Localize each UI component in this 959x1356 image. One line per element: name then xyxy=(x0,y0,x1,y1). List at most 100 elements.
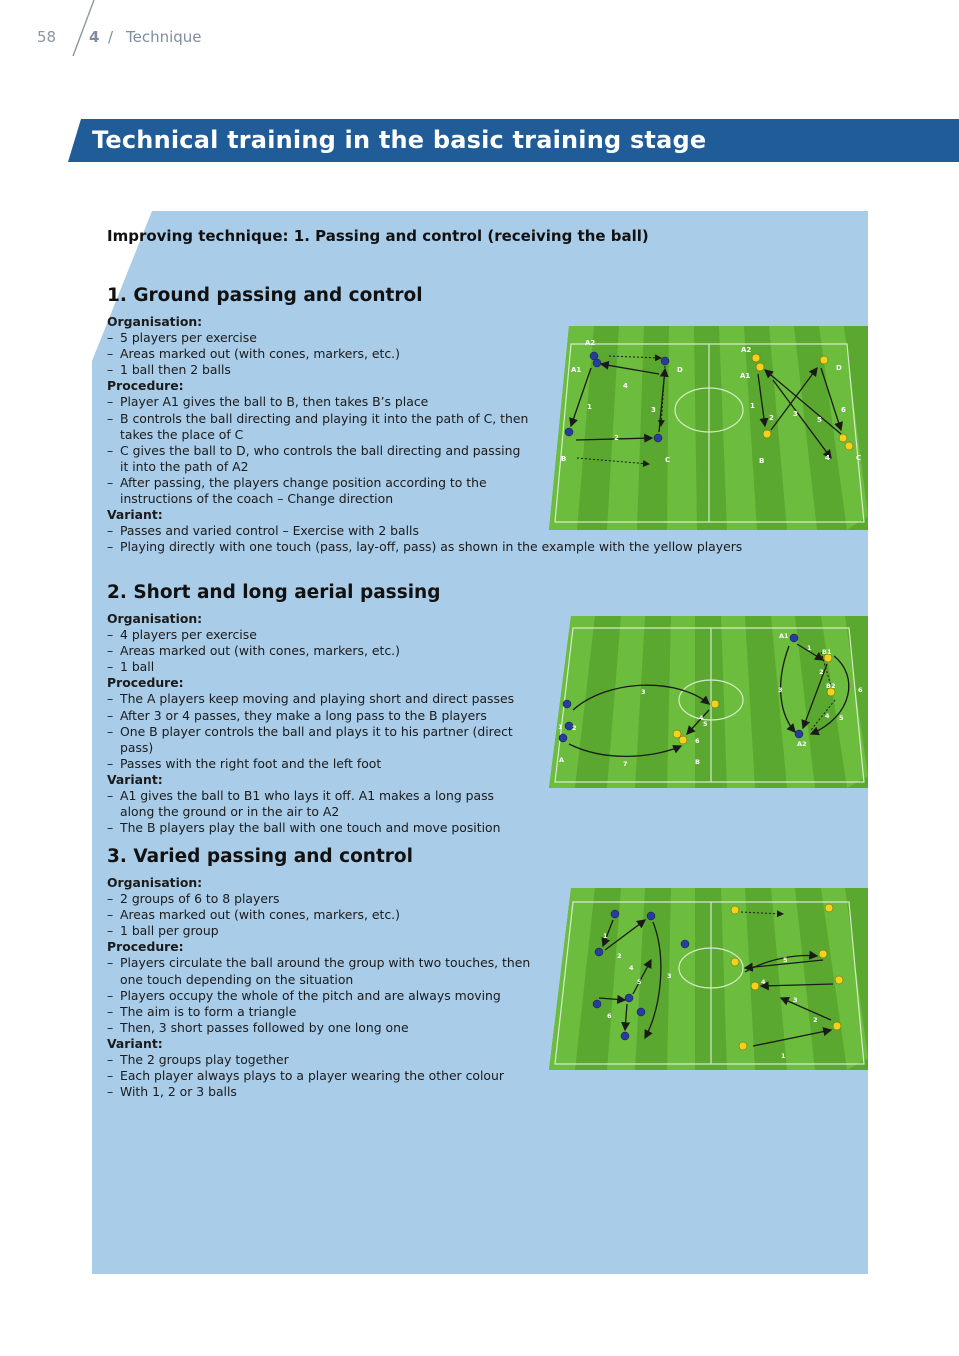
diagram-label: B xyxy=(695,758,700,766)
chapter-number: 4 xyxy=(89,28,100,46)
diagram-label: 2 xyxy=(572,724,577,732)
diagram-label: 2 xyxy=(813,1016,818,1024)
section-body-aerial-passing: Organisation: –4 players per exercise –A… xyxy=(107,611,532,836)
procedure-label: Procedure: xyxy=(107,675,184,691)
diagram-label: 5 xyxy=(703,720,708,728)
list-item: –5 players per exercise xyxy=(107,330,257,346)
organisation-label: Organisation: xyxy=(107,875,203,890)
diagram-label: 5 xyxy=(783,956,788,964)
diagram-label: 5 xyxy=(637,978,642,986)
list-item: –1 ball xyxy=(107,659,155,675)
pitch-diagram-aerial-passing: A B 1 2 3 4 5 6 7 A1 B1 B2 A2 xyxy=(549,616,868,788)
diagram-label: 1 xyxy=(781,1052,786,1060)
list-item: –The aim is to form a triangle xyxy=(107,1003,297,1019)
diagram-label: B xyxy=(759,457,764,465)
list-item: –With 1, 2 or 3 balls xyxy=(107,1084,237,1100)
diagram-label: 1 xyxy=(750,402,755,410)
list-item: –Playing directly with one touch (pass, … xyxy=(107,539,743,555)
diagram-label: 4 xyxy=(825,712,830,720)
diagram-label: 2 xyxy=(617,952,622,960)
diagram-label: 2 xyxy=(769,414,774,422)
list-item: –1 ball per group xyxy=(107,923,219,939)
list-item: –Areas marked out (with cones, markers, … xyxy=(107,643,400,659)
diagram-label: 4 xyxy=(699,714,704,722)
list-item: –After passing, the players change posit… xyxy=(107,474,487,507)
diagram-label: 1 xyxy=(807,644,812,652)
list-item: –Players circulate the ball around the g… xyxy=(107,955,531,987)
diagram-label: 6 xyxy=(607,1012,612,1020)
list-item: –Passes with the right foot and the left… xyxy=(107,755,382,771)
pitch-diagram-ground-passing: A2 A1 D B C 1 2 3 4 A2 A1 D B C 1 2 xyxy=(549,326,868,530)
list-item: –Player A1 gives the ball to B, then tak… xyxy=(107,394,429,410)
list-item: –One B player controls the ball and play… xyxy=(107,723,513,755)
diagram-label: 6 xyxy=(858,686,863,694)
diagram-label: C xyxy=(856,454,861,462)
diagram-label: 4 xyxy=(629,964,634,972)
page-number: 58 xyxy=(37,28,57,46)
chapter-separator: / xyxy=(108,28,114,46)
diagram-label: 2 xyxy=(819,668,824,676)
list-item: –Areas marked out (with cones, markers, … xyxy=(107,346,400,362)
pitch-svg: 1 2 3 4 5 6 1 2 3 4 5 xyxy=(549,888,868,1070)
diagram-label: 1 xyxy=(558,723,563,731)
diagram-label: 3 xyxy=(793,996,798,1004)
running-head: 58 4 / Technique xyxy=(0,0,959,60)
procedure-label: Procedure: xyxy=(107,939,184,955)
chapter-title: Technique xyxy=(126,28,202,46)
diagram-label: B1 xyxy=(822,648,832,656)
list-item: –The B players play the ball with one to… xyxy=(107,820,501,836)
procedure-label: Procedure: xyxy=(107,378,184,394)
page-title: Technical training in the basic training… xyxy=(92,126,707,154)
diagram-label: 3 xyxy=(778,686,783,694)
diagram-label: 1 xyxy=(587,403,592,411)
list-item: –Each player always plays to a player we… xyxy=(107,1068,504,1084)
section-body-varied-passing: Organisation: –2 groups of 6 to 8 player… xyxy=(107,875,532,1100)
diagram-label: 4 xyxy=(761,978,766,986)
section-body-ground-passing: Organisation: –5 players per exercise –A… xyxy=(107,314,743,555)
diagram-label: B2 xyxy=(826,682,835,690)
section-heading-aerial-passing: 2. Short and long aerial passing xyxy=(107,582,441,603)
section-heading-varied-passing: 3. Varied passing and control xyxy=(107,846,413,867)
list-item: –B controls the ball directing and playi… xyxy=(107,410,529,442)
diagram-label: D xyxy=(677,366,683,374)
diagram-label: 3 xyxy=(651,406,656,414)
diagram-label: 4 xyxy=(825,454,830,462)
diagram-label: 1 xyxy=(603,932,608,940)
list-item: –A1 gives the ball to B1 who lays it off… xyxy=(107,788,495,820)
list-item: –The 2 groups play together xyxy=(107,1052,289,1068)
list-item: –After 3 or 4 passes, they make a long p… xyxy=(107,707,487,723)
diagram-label: D xyxy=(836,364,842,372)
variant-label: Variant: xyxy=(107,507,163,523)
diagram-label: A1 xyxy=(571,366,581,374)
diagram-label: 3 xyxy=(641,688,646,696)
diagram-label: A xyxy=(559,756,564,764)
list-item: –2 groups of 6 to 8 players xyxy=(107,891,280,907)
list-item: –Then, 3 short passes followed by one lo… xyxy=(107,1019,409,1035)
variant-label: Variant: xyxy=(107,771,163,787)
diagram-label: 5 xyxy=(817,416,822,424)
diagram-label: 6 xyxy=(695,737,700,745)
diagram-label: 4 xyxy=(623,382,628,390)
diagram-label: A1 xyxy=(779,632,789,640)
organisation-label: Organisation: xyxy=(107,314,203,329)
list-item: –Players occupy the whole of the pitch a… xyxy=(107,987,501,1003)
organisation-label: Organisation: xyxy=(107,611,203,626)
diagram-label: A2 xyxy=(797,740,807,748)
list-item: –Areas marked out (with cones, markers, … xyxy=(107,907,400,923)
diagram-label: 2 xyxy=(614,434,619,442)
diagram-label: B xyxy=(561,455,566,463)
head-slash-rule xyxy=(72,0,95,57)
diagram-label: A2 xyxy=(585,339,595,347)
section-heading-ground-passing: 1. Ground passing and control xyxy=(107,285,423,306)
diagram-label: A1 xyxy=(740,372,750,380)
list-item: –1 ball then 2 balls xyxy=(107,362,231,378)
list-item: –The A players keep moving and playing s… xyxy=(107,691,515,707)
pitch-svg: A2 A1 D B C 1 2 3 4 A2 A1 D B C 1 2 xyxy=(549,326,868,530)
title-banner: Technical training in the basic training… xyxy=(68,119,959,162)
pitch-diagram-varied-passing: 1 2 3 4 5 6 1 2 3 4 5 xyxy=(549,888,868,1070)
diagram-label: 3 xyxy=(667,972,672,980)
list-item: –4 players per exercise xyxy=(107,627,257,643)
list-item: –C gives the ball to D, who controls the… xyxy=(107,442,521,474)
title-banner-shape xyxy=(68,119,959,162)
section-subheading: Improving technique: 1. Passing and cont… xyxy=(107,227,649,245)
